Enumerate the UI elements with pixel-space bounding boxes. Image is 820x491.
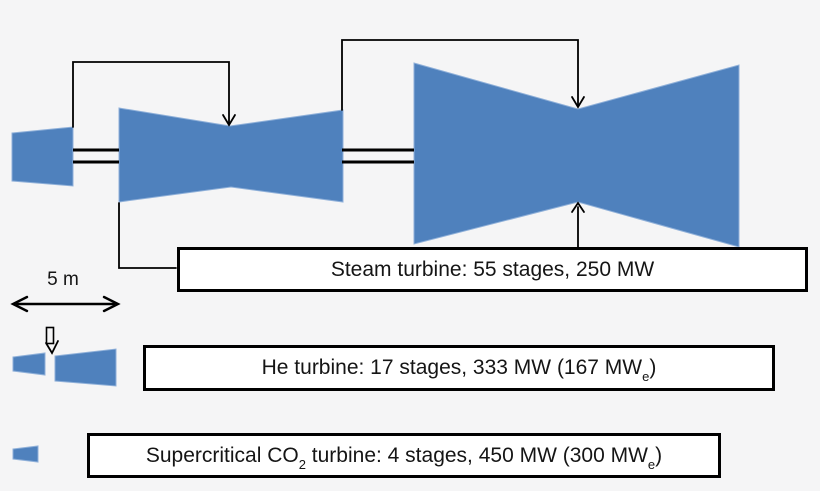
he-turbine-caption-box: He turbine: 17 stages, 333 MW (167 MWe)	[143, 345, 775, 391]
steam-lp-section-shape	[413, 62, 740, 248]
steam-turbine-caption: Steam turbine: 55 stages, 250 MW	[330, 257, 655, 281]
he-inlet-arrow-shaft	[45, 326, 55, 345]
up-arrowhead-icon	[571, 201, 585, 213]
down-arrowhead-icon	[571, 96, 585, 109]
he-turbine-caption: He turbine: 17 stages, 333 MW (167 MWe)	[261, 356, 657, 385]
flow-connector-2	[341, 39, 579, 111]
subscript-e: e	[642, 369, 650, 385]
he-inlet-arrowhead-icon	[45, 340, 59, 355]
steam-turbine-caption-box: Steam turbine: 55 stages, 250 MW	[177, 247, 808, 292]
steam-ip-section-shape	[118, 107, 344, 203]
steam-hp-section-shape	[11, 126, 74, 187]
he-turbine-right-section-shape	[54, 348, 117, 387]
subscript-e: e	[647, 456, 656, 472]
he-turbine-left-section-shape	[12, 352, 46, 376]
co2-turbine-shape	[12, 445, 39, 463]
steam-caption-leader-line	[118, 202, 177, 269]
left-arrowhead-icon	[10, 295, 29, 313]
scale-bar-label: 5 m	[47, 269, 79, 290]
co2-turbine-caption-box: Supercritical CO2 turbine: 4 stages, 450…	[87, 433, 721, 478]
down-arrowhead-icon	[222, 114, 236, 127]
flow-connector-1	[72, 61, 230, 128]
subscript-2: 2	[298, 456, 306, 472]
co2-turbine-caption: Supercritical CO2 turbine: 4 stages, 450…	[145, 443, 663, 472]
right-arrowhead-icon	[102, 295, 121, 313]
